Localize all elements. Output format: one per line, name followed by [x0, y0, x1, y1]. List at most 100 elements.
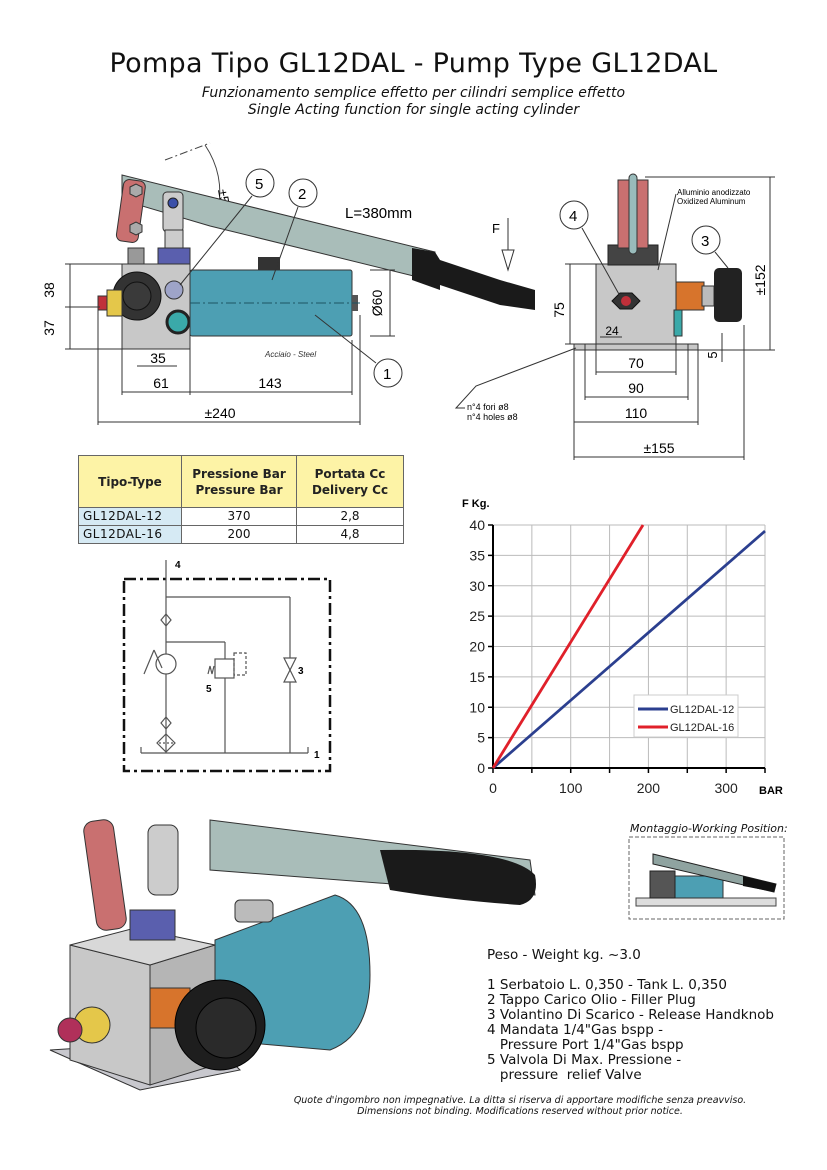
part-item: 1 Serbatoio L. 0,350 - Tank L. 0,350	[487, 977, 727, 993]
holes-note-it: n°4 fori ø8	[467, 402, 509, 412]
cell-delivery: 2,8	[296, 507, 404, 526]
base-plate	[573, 343, 699, 351]
angle-line	[164, 142, 211, 161]
chart-axes	[488, 524, 766, 773]
front-view-drawing: F 4 3 Alluminio anodizzato Oxidized Alum…	[440, 173, 775, 460]
x-tick-label: 0	[489, 780, 497, 796]
page-title: Pompa Tipo GL12DAL - Pump Type GL12DAL	[109, 48, 718, 79]
cell-delivery: 4,8	[296, 525, 404, 544]
x-tick-label: 300	[714, 780, 738, 796]
cell-type: GL12DAL-12	[78, 507, 182, 526]
footer-note-english: Dimensions not binding. Modifications re…	[357, 1106, 683, 1117]
part-item: 5 Valvola Di Max. Pressione -	[487, 1052, 682, 1068]
parts-list: Peso - Weight kg. ~3.0 1 Serbatoio L. 0,…	[487, 948, 774, 1083]
relief-valve-symbol	[214, 658, 235, 679]
callout-5: 5	[179, 168, 275, 286]
pump-3d-view	[49, 819, 536, 1091]
footer-note-italian: Quote d'ingombro non impegnative. La dit…	[293, 1095, 747, 1106]
dim-37: 37	[41, 320, 57, 336]
port-green	[165, 309, 191, 335]
mounting-surface	[635, 897, 777, 907]
dim-110: 110	[625, 405, 648, 421]
filler-plug	[258, 257, 280, 270]
part-item: 2 Tappo Carico Olio - Filler Plug	[487, 992, 696, 1008]
relief-valve	[164, 280, 184, 300]
y-tick-label: 30	[469, 578, 485, 594]
dim-5: 5	[705, 351, 720, 358]
subtitle-english: Single Acting function for single acting…	[247, 102, 580, 118]
release-fitting	[675, 281, 705, 311]
callout-4: 4	[559, 200, 621, 297]
label-5: 5	[206, 684, 212, 695]
x-axis-label: BAR	[759, 785, 783, 797]
dim-38: 38	[41, 282, 57, 298]
label-1: 1	[314, 750, 320, 761]
callout-1: 1	[314, 314, 403, 388]
grip-3d	[380, 849, 536, 905]
callout-2: 2	[271, 178, 318, 281]
y-tick-label: 25	[469, 608, 485, 624]
y-tick-label: 15	[469, 669, 485, 685]
svg-text:4: 4	[569, 208, 577, 225]
link-3d	[83, 819, 127, 931]
handle-grip	[412, 248, 440, 290]
grip-end	[440, 260, 535, 310]
cell-pressure: 370	[181, 507, 297, 526]
series-line-gl12dal-12	[492, 530, 766, 770]
y-tick-label: 0	[477, 760, 485, 776]
table-row: GL12DAL-16 200 4,8	[78, 525, 404, 544]
legend-box	[633, 694, 739, 738]
port-red	[57, 1017, 83, 1043]
part-item: 3 Volantino Di Scarico - Release Handkno…	[487, 1007, 774, 1023]
filler-plug-3d	[234, 899, 274, 923]
check-valve-lower	[160, 716, 172, 730]
dim-152: ±152	[752, 264, 768, 295]
x-tick-label: 100	[559, 780, 583, 796]
dim-70: 70	[628, 355, 644, 371]
dim-75: 75	[551, 302, 567, 318]
part-item: Pressure Port 1/4"Gas bspp	[487, 1037, 684, 1053]
dim-24: 24	[605, 324, 619, 338]
working-position-title: Montaggio-Working Position:	[630, 822, 788, 835]
part-item: pressure relief Valve	[487, 1067, 642, 1083]
cell-pressure: 200	[181, 525, 297, 544]
hydraulic-schematic: 4 5 3 1	[122, 560, 332, 773]
side-view-drawing: ±50° Acciaio - Steel 5 2 1 L=380mm 38 37…	[41, 142, 440, 425]
release-valve-symbol	[283, 657, 297, 672]
dim-155: ±155	[643, 440, 674, 456]
part-item: 4 Mandata 1/4"Gas bspp -	[487, 1022, 663, 1038]
label-3: 3	[298, 666, 304, 677]
material-note-en: Oxidized Aluminum	[677, 197, 746, 206]
x-tick-label: 200	[637, 780, 661, 796]
y-axis-label: F Kg.	[462, 498, 490, 510]
svg-text:2: 2	[298, 186, 306, 203]
check-valve-upper	[160, 613, 172, 627]
dim-35: 35	[150, 350, 166, 366]
y-tick-label: 35	[469, 547, 485, 563]
header-type: Tipo-Type	[78, 455, 182, 508]
legend-label: GL12DAL-16	[670, 722, 734, 734]
material-note-it: Alluminio anodizzato	[677, 188, 751, 197]
schematic-boundary	[122, 577, 332, 773]
y-tick-label: 20	[469, 639, 485, 655]
nut-blue	[157, 247, 191, 265]
release-knob-front	[714, 268, 742, 322]
cell-type: GL12DAL-16	[78, 525, 182, 544]
subtitle-italian: Funzionamento semplice effetto per cilin…	[201, 85, 626, 101]
svg-text:1: 1	[383, 366, 391, 383]
y-tick-label: 5	[477, 730, 485, 746]
working-position-image	[628, 836, 785, 920]
table-row: GL12DAL-12 370 2,8	[78, 507, 404, 526]
dim-61: 61	[153, 375, 169, 391]
dim-90: 90	[628, 380, 644, 396]
svg-text:3: 3	[701, 233, 709, 250]
material-note: Acciaio - Steel	[264, 350, 316, 359]
nut-blue-3d	[129, 909, 176, 941]
